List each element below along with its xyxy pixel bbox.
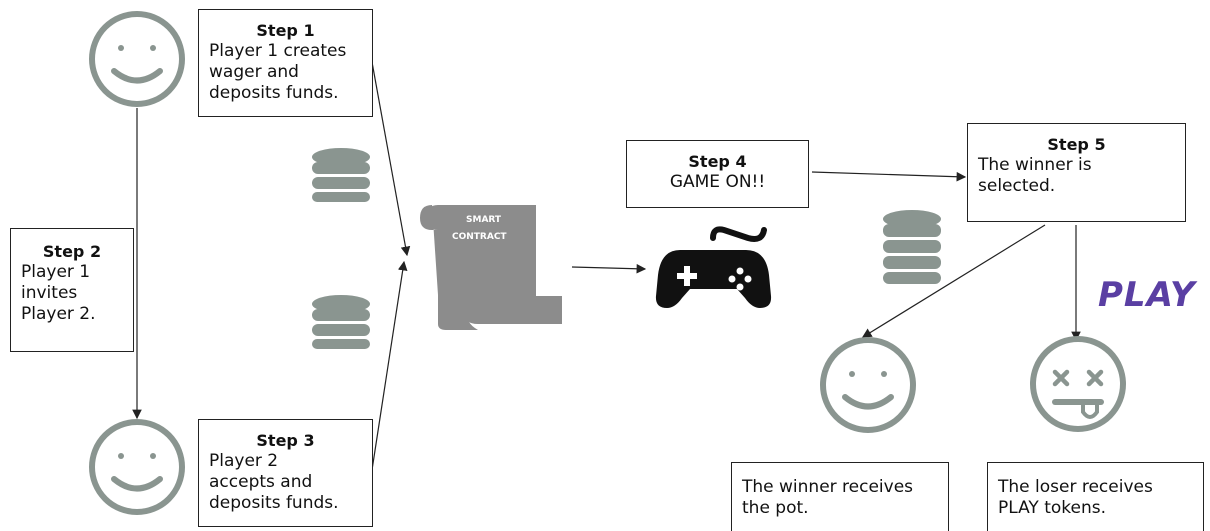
- connector-step1-to-contract: [371, 61, 411, 257]
- step5-title: Step 5: [1047, 135, 1106, 154]
- step2-box: Step 2 Player 1 invites Player 2.: [10, 228, 134, 352]
- database-icon-3: [883, 210, 941, 284]
- player1-smiley-icon: [89, 11, 185, 107]
- loser-outcome-text: The loser receives PLAY tokens.: [998, 477, 1153, 518]
- connector-step4-to-step5: [811, 171, 967, 182]
- winner-outcome-box: The winner receives the pot.: [731, 462, 949, 531]
- loser-dizzy-face-icon: [1030, 336, 1126, 432]
- database-icon-1: [312, 148, 370, 202]
- step5-box: Step 5 The winner is selected.: [967, 123, 1186, 222]
- step2-title: Step 2: [42, 242, 102, 261]
- step3-body: Player 2 accepts and deposits funds.: [209, 451, 339, 513]
- connector-step3-to-contract: [371, 260, 408, 471]
- loser-outcome-box: The loser receives PLAY tokens.: [987, 462, 1204, 531]
- connector-contract-to-gamepad: [571, 263, 647, 274]
- step5-body: The winner is selected.: [978, 155, 1092, 196]
- step3-box: Step 3 Player 2 accepts and deposits fun…: [198, 419, 373, 527]
- gamepad-icon: [655, 226, 772, 308]
- step1-box: Step 1 Player 1 creates wager and deposi…: [198, 9, 373, 117]
- step1-body: Player 1 creates wager and deposits fund…: [209, 41, 347, 103]
- player2-smiley-icon: [89, 419, 185, 515]
- step1-title: Step 1: [256, 21, 315, 40]
- database-icon-2: [312, 295, 370, 349]
- play-brand-logo: PLAY: [1098, 275, 1196, 315]
- step4-title: Step 4: [688, 152, 747, 171]
- connector-step5-to-winner: [861, 224, 1046, 338]
- step4-body: GAME ON!!: [669, 172, 766, 192]
- step2-body: Player 1 invites Player 2.: [21, 262, 96, 324]
- smart-contract-scroll-icon: SMART CONTRACT: [420, 205, 562, 330]
- winner-smiley-icon: [820, 337, 916, 433]
- winner-outcome-text: The winner receives the pot.: [742, 477, 914, 518]
- smart-contract-label-line1: SMART: [466, 215, 502, 225]
- step4-box: Step 4 GAME ON!!: [626, 140, 809, 208]
- smart-contract-label-line2: CONTRACT: [452, 232, 507, 242]
- step3-title: Step 3: [256, 431, 315, 450]
